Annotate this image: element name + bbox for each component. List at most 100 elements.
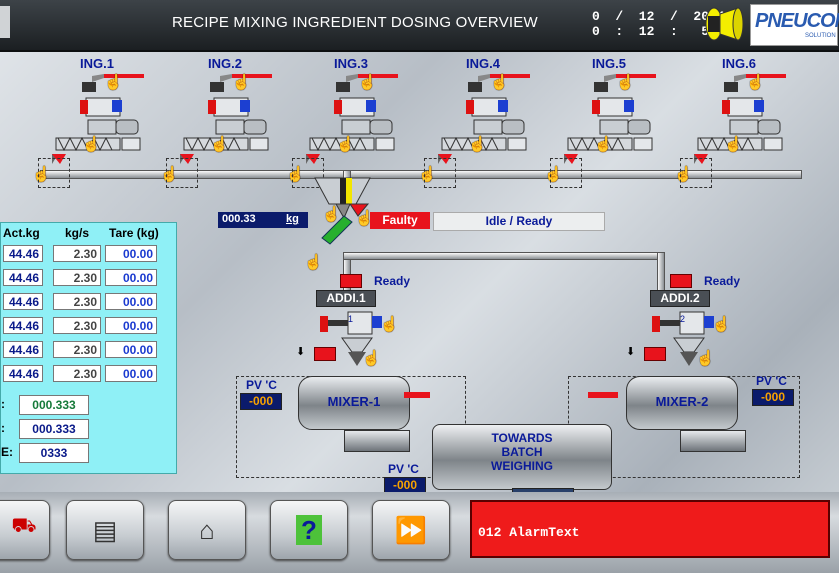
- summary-label: :: [1, 421, 5, 435]
- ingredient-label: ING.4: [466, 56, 500, 71]
- ingredient-hand-icon[interactable]: ☝: [232, 74, 251, 91]
- forward-nav-button[interactable]: ⏩: [372, 500, 450, 560]
- ingredient-hand-icon[interactable]: ☝: [336, 136, 355, 153]
- ingredient-valve-frame: [680, 158, 712, 188]
- ingredient-unit-6: ING.6 ☝ ☝ ☝: [674, 56, 794, 188]
- ingredient-label: ING.6: [722, 56, 756, 71]
- weigher-hand-icon[interactable]: ☝: [322, 206, 341, 223]
- mixer2-pv-value: -000: [752, 389, 794, 406]
- batch-icon: ⛟: [11, 515, 37, 537]
- addi1-feeder-number: 1: [348, 314, 354, 324]
- mixer1-vessel[interactable]: MIXER-1: [298, 376, 410, 430]
- col-kg-per-s: kg/s: [65, 226, 90, 240]
- ingredient-hand-icon[interactable]: ☝: [616, 74, 635, 91]
- mixer1-indicator: [404, 392, 430, 398]
- pipe-to-addi2: [657, 252, 665, 292]
- ingredient-hand-icon[interactable]: ☝: [746, 74, 765, 91]
- table-cell-tare: 00.00: [105, 365, 157, 382]
- forward-icon: ⏩: [394, 515, 428, 545]
- ingredient-label: ING.3: [334, 56, 368, 71]
- addi1-valve-hand-icon[interactable]: ☝: [362, 350, 381, 367]
- ingredient-valve-hand-icon[interactable]: ☝: [418, 166, 437, 183]
- ingredient-valve-hand-icon[interactable]: ☝: [32, 166, 51, 183]
- report-nav-button[interactable]: ▤: [66, 500, 144, 560]
- batch-nav-button[interactable]: ⛟: [0, 500, 50, 560]
- mixer2-pv-label: PV 'C: [756, 374, 787, 388]
- report-icon: ▤: [92, 515, 118, 545]
- addi1-label: ADDI.1: [316, 290, 376, 307]
- ingredient-valve-frame: [38, 158, 70, 188]
- mixer1-pv-label: PV 'C: [246, 378, 277, 392]
- corner-logo-icon: [0, 6, 10, 38]
- diverter-hand-icon[interactable]: ☝: [304, 254, 323, 271]
- ingredient-equipment: [52, 74, 144, 164]
- mixer1-pv-value: -000: [240, 393, 282, 410]
- help-nav-button[interactable]: ?: [270, 500, 348, 560]
- table-cell-act: 44.46: [3, 245, 43, 262]
- addi1-status-flag: [340, 274, 362, 288]
- mixer2-vessel[interactable]: MIXER-2: [626, 376, 738, 430]
- ingredient-equipment: [180, 74, 272, 164]
- ingredient-equipment: [564, 74, 656, 164]
- weigher-valve-hand-icon[interactable]: ☝: [355, 210, 374, 227]
- ingredient-valve-hand-icon[interactable]: ☝: [286, 166, 305, 183]
- alarm-horn-icon[interactable]: [704, 6, 744, 42]
- addi2-label: ADDI.2: [650, 290, 710, 307]
- ingredient-valve-hand-icon[interactable]: ☝: [160, 166, 179, 183]
- table-cell-ks: 2.30: [53, 293, 101, 310]
- table-cell-act: 44.46: [3, 269, 43, 286]
- weigher-weight-value: 000.33: [222, 213, 256, 225]
- batch-weighing-vessel[interactable]: TOWARDS BATCH WEIGHING: [432, 424, 612, 490]
- ingredient-valve-frame: [550, 158, 582, 188]
- page-title: RECIPE MIXING INGREDIENT DOSING OVERVIEW: [172, 14, 538, 31]
- table-cell-tare: 00.00: [105, 317, 157, 334]
- ingredient-hand-icon[interactable]: ☝: [724, 136, 743, 153]
- ingredient-unit-4: ING.4 ☝ ☝ ☝: [418, 56, 538, 188]
- alarm-banner[interactable]: [470, 500, 830, 558]
- time-display: 0 : 12 : 59: [592, 24, 717, 39]
- addi2-status-flag: [670, 274, 692, 288]
- table-cell-tare: 00.00: [105, 293, 157, 310]
- logo-subtext: SOLUTION: [805, 33, 836, 39]
- ingredient-valve-hand-icon[interactable]: ☝: [544, 166, 563, 183]
- company-logo: PNEUCON SOLUTION: [750, 4, 839, 46]
- ingredient-hand-icon[interactable]: ☝: [490, 74, 509, 91]
- mixer2-indicator: [588, 392, 618, 398]
- home-nav-button[interactable]: ⌂: [168, 500, 246, 560]
- header-bar: [0, 0, 839, 52]
- home-icon: ⌂: [199, 515, 215, 545]
- addi2-hand-icon[interactable]: ☝: [712, 316, 731, 333]
- help-icon: ?: [296, 515, 322, 545]
- ingredient-unit-2: ING.2 ☝ ☝ ☝: [160, 56, 280, 188]
- ingredient-label: ING.2: [208, 56, 242, 71]
- addi2-arrow-icon: ⬇: [626, 346, 636, 358]
- ingredient-hand-icon[interactable]: ☝: [104, 74, 123, 91]
- collector-pipe: [40, 170, 802, 179]
- weigher-weight-unit: kg: [286, 213, 299, 225]
- summary-value: 000.333: [19, 419, 89, 439]
- addi2-valve-hand-icon[interactable]: ☝: [696, 350, 715, 367]
- ingredient-valve-frame: [424, 158, 456, 188]
- table-cell-tare: 00.00: [105, 269, 157, 286]
- table-cell-ks: 2.30: [53, 269, 101, 286]
- pipe-addi-bridge: [343, 252, 665, 260]
- table-cell-act: 44.46: [3, 293, 43, 310]
- table-cell-ks: 2.30: [53, 245, 101, 262]
- col-tare: Tare (kg): [109, 226, 159, 240]
- ingredient-hand-icon[interactable]: ☝: [82, 136, 101, 153]
- ingredient-hand-icon[interactable]: ☝: [210, 136, 229, 153]
- addi2-status: Ready: [704, 274, 741, 288]
- ingredient-valve-hand-icon[interactable]: ☝: [674, 166, 693, 183]
- addi1-feeder: [320, 311, 382, 366]
- ingredient-hand-icon[interactable]: ☝: [358, 74, 377, 91]
- ingredient-hand-icon[interactable]: ☝: [468, 136, 487, 153]
- batch-weighing-label: TOWARDS BATCH WEIGHING: [491, 431, 553, 473]
- addi2-feeder: [652, 311, 714, 366]
- ingredient-hand-icon[interactable]: ☝: [594, 136, 613, 153]
- ingredient-unit-3: ING.3 ☝ ☝ ☝: [286, 56, 406, 188]
- mixer2-motor: [680, 430, 746, 452]
- addi1-hand-icon[interactable]: ☝: [380, 316, 399, 333]
- mixer2-label: MIXER-2: [655, 394, 709, 409]
- weigher-state-text: Idle / Ready: [433, 212, 605, 231]
